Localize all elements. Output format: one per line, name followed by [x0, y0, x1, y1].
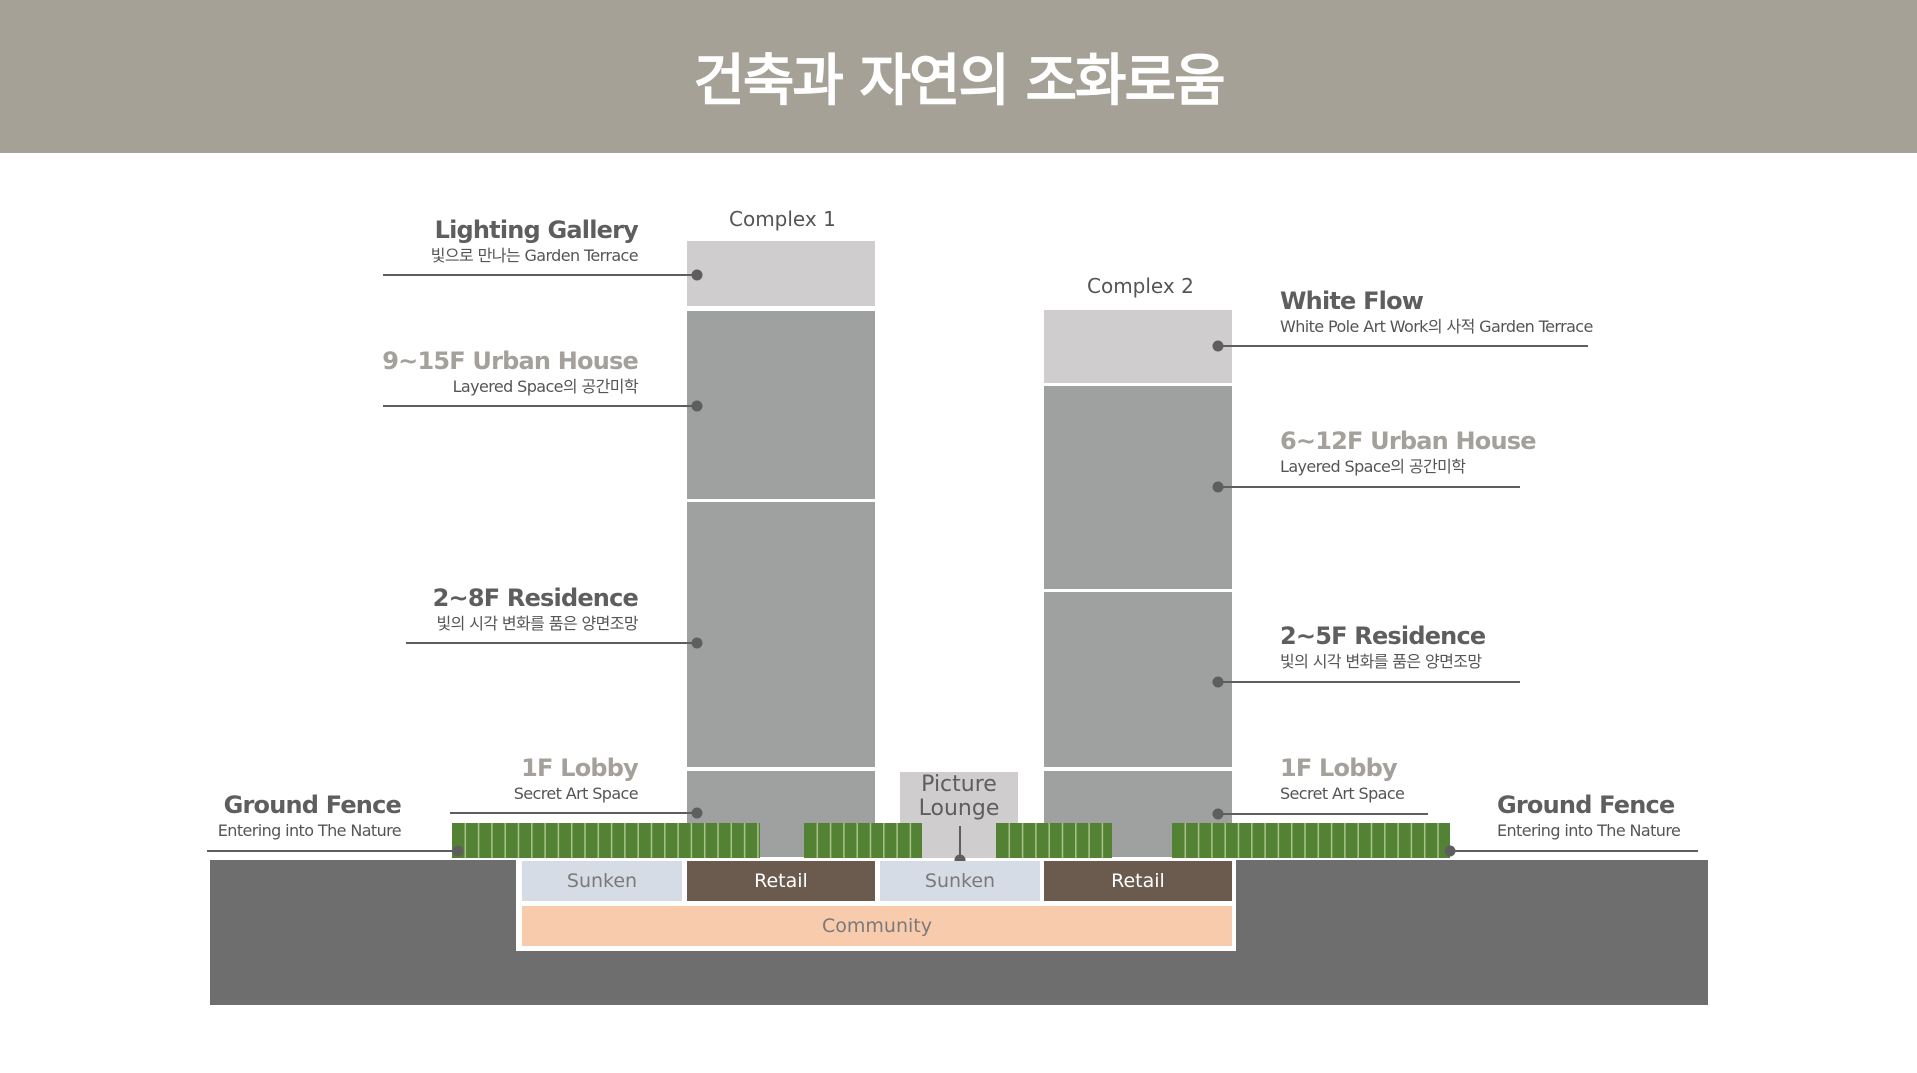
label-title: Lighting Gallery: [434, 216, 639, 244]
retail-right: Retail: [1044, 861, 1232, 901]
label-title: 2~8F Residence: [432, 584, 639, 612]
page-title: 건축과 자연의 조화로움: [693, 49, 1225, 114]
label-title: Ground Fence: [1497, 791, 1675, 819]
label-sub: 빛으로 만나는 Garden Terrace: [430, 246, 639, 265]
label-residence-left: 2~8F Residence 빛의 시각 변화를 품은 양면조망: [432, 584, 639, 634]
complex1-garden-terrace: [687, 241, 875, 306]
hedge-segment: [804, 823, 922, 858]
complex1-label: Complex 1: [729, 207, 836, 231]
picture-lounge-line2: Lounge: [918, 796, 1000, 821]
hedge-segment: [452, 823, 760, 858]
label-title: 9~15F Urban House: [382, 347, 639, 375]
label-lobby-right: 1F Lobby Secret Art Space: [1280, 754, 1405, 804]
label-lobby-left: 1F Lobby Secret Art Space: [513, 754, 639, 804]
sunken-left: Sunken: [522, 861, 682, 901]
label-sub: 빛의 시각 변화를 품은 양면조망: [436, 614, 638, 633]
label-white-flow: White Flow White Pole Art Work의 사적 Garde…: [1280, 287, 1593, 337]
label-lighting-gallery: Lighting Gallery 빛으로 만나는 Garden Terrace: [430, 216, 639, 266]
picture-lounge-line1: Picture: [921, 772, 997, 797]
label-title: 1F Lobby: [1280, 754, 1398, 782]
label-ground-fence-right: Ground Fence Entering into The Nature: [1497, 791, 1681, 841]
label-sub: Entering into The Nature: [1497, 821, 1681, 840]
sunken-right: Sunken: [880, 861, 1040, 901]
complex2-residence: [1044, 592, 1232, 767]
leader-lines: [207, 274, 1698, 858]
picture-lounge-label: Picture Lounge: [900, 773, 1018, 821]
complex2-label: Complex 2: [1087, 274, 1194, 298]
complex1-residence: [687, 502, 875, 767]
header-bar: 건축과 자연의 조화로움: [0, 0, 1917, 153]
label-sub: Secret Art Space: [513, 784, 639, 803]
complex2-urban-house: [1044, 386, 1232, 589]
hedge-segment: [996, 823, 1112, 858]
label-title: White Flow: [1280, 287, 1424, 315]
community-block: Community: [522, 906, 1232, 946]
label-sub: Layered Space의 공간미학: [452, 377, 639, 396]
label-title: 2~5F Residence: [1280, 622, 1486, 650]
label-title: 1F Lobby: [521, 754, 639, 782]
label-sub: 빛의 시각 변화를 품은 양면조망: [1280, 652, 1482, 671]
label-sub: White Pole Art Work의 사적 Garden Terrace: [1280, 317, 1593, 336]
retail-left: Retail: [687, 861, 875, 901]
label-urban-house-left: 9~15F Urban House Layered Space의 공간미학: [382, 347, 639, 397]
label-title: Ground Fence: [223, 791, 402, 819]
label-sub: Layered Space의 공간미학: [1280, 457, 1466, 476]
hedge-row: [452, 823, 1450, 858]
complex1-urban-house: [687, 311, 875, 499]
label-ground-fence-left: Ground Fence Entering into The Nature: [217, 791, 402, 841]
label-residence-right: 2~5F Residence 빛의 시각 변화를 품은 양면조망: [1280, 622, 1486, 672]
leader-dots: [452, 269, 1456, 866]
label-sub: Entering into The Nature: [217, 821, 402, 840]
complex2-garden-terrace: [1044, 310, 1232, 383]
hedge-segment: [1172, 823, 1450, 858]
label-urban-house-right: 6~12F Urban House Layered Space의 공간미학: [1280, 427, 1537, 477]
label-title: 6~12F Urban House: [1280, 427, 1537, 455]
label-sub: Secret Art Space: [1280, 784, 1405, 803]
